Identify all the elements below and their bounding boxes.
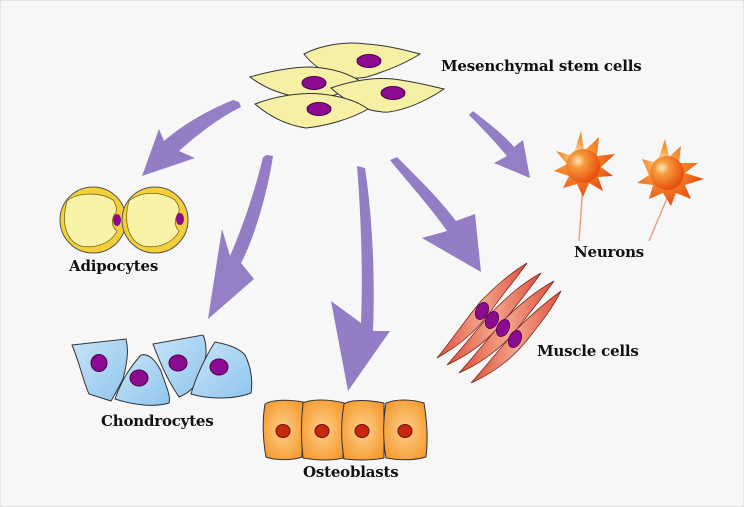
arrow-to-adipocytes bbox=[142, 100, 241, 176]
nucleus bbox=[474, 302, 490, 320]
label-osteoblasts: Osteoblasts bbox=[303, 463, 399, 481]
muscle-cells-illustration bbox=[436, 262, 562, 384]
neuron bbox=[637, 139, 704, 242]
label-mesenchymal-stem-cells: Mesenchymal stem cells bbox=[441, 57, 642, 75]
nucleus bbox=[484, 311, 500, 329]
label-neurons: Neurons bbox=[574, 243, 645, 261]
nucleus bbox=[314, 424, 330, 438]
nucleus bbox=[507, 330, 523, 348]
adipocyte bbox=[59, 186, 127, 254]
nucleus bbox=[301, 76, 327, 90]
mesenchymal-stem-cells-illustration bbox=[248, 42, 446, 129]
chondrocytes-illustration bbox=[71, 334, 253, 406]
nucleus bbox=[495, 319, 511, 337]
nucleus bbox=[275, 424, 291, 438]
arrow-to-muscle-cells bbox=[390, 157, 481, 272]
label-chondrocytes: Chondrocytes bbox=[101, 412, 214, 430]
label-adipocytes: Adipocytes bbox=[69, 257, 159, 275]
arrow-to-chondrocytes bbox=[208, 155, 273, 319]
nucleus bbox=[129, 369, 149, 387]
adipocytes-illustration bbox=[59, 186, 189, 254]
arrow-to-neurons bbox=[469, 111, 530, 178]
adipocyte bbox=[121, 186, 189, 254]
label-muscle-cells: Muscle cells bbox=[537, 342, 639, 360]
nucleus bbox=[354, 424, 370, 438]
nucleus bbox=[90, 354, 108, 372]
neurons-illustration bbox=[554, 131, 704, 242]
nucleus bbox=[168, 354, 188, 372]
arrows bbox=[142, 100, 530, 391]
nucleus bbox=[397, 424, 413, 438]
nucleus bbox=[176, 213, 184, 225]
nucleus bbox=[380, 86, 406, 100]
nucleus bbox=[209, 358, 229, 376]
nucleus bbox=[356, 54, 382, 68]
neuron bbox=[554, 131, 615, 242]
nucleus bbox=[306, 102, 332, 116]
arrow-to-osteoblasts bbox=[331, 166, 390, 391]
osteoblasts-illustration bbox=[262, 399, 428, 461]
nucleus bbox=[113, 214, 121, 226]
